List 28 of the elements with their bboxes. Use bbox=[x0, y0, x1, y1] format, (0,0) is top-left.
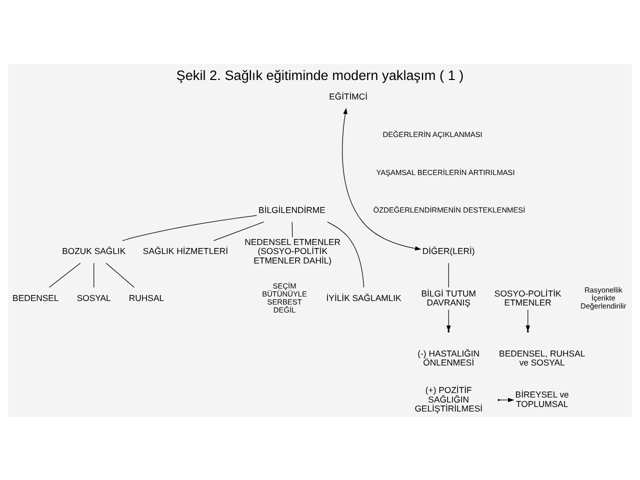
arrow bbox=[446, 309, 451, 332]
arrow bbox=[342, 107, 422, 250]
connector bbox=[213, 221, 264, 241]
node-text: BEDENSEL, RUHSAL ve SOSYAL bbox=[499, 348, 586, 368]
node-text: RUHSAL bbox=[128, 292, 164, 302]
node-text: SOSYO-POLİTİK ETMENLER bbox=[494, 288, 562, 308]
node-text: NEDENSEL ETMENLER (SOSYO-POLİTİK ETMENLER DAHİL) bbox=[244, 236, 341, 265]
connector bbox=[292, 221, 293, 237]
node-text: BİREYSEL ve TOPLUMSAL bbox=[515, 389, 569, 408]
node-text: (-) HASTALIĞIN ÖNLENMESİ bbox=[418, 348, 480, 368]
connector bbox=[48, 262, 81, 288]
node-text: BOZUK SAĞLIK bbox=[62, 246, 126, 256]
connector bbox=[122, 214, 257, 241]
connector bbox=[327, 221, 364, 288]
diagram-title: Şekil 2. Sağlık eğitiminde modern yaklaşım ( 1 ) bbox=[176, 67, 464, 82]
node-text: İYİLİK SAĞLAMLIK bbox=[326, 292, 402, 302]
node-text: BİLGİLENDİRME bbox=[258, 204, 326, 215]
connector bbox=[106, 262, 134, 288]
arrow bbox=[526, 309, 530, 332]
node-text: EĞİTİMCİ bbox=[329, 91, 368, 102]
arrow bbox=[499, 397, 514, 402]
node-text: DİĞER(LERİ) bbox=[422, 246, 475, 256]
node-text: BİLGİ TUTUM DAVRANIŞ bbox=[421, 288, 476, 308]
node-text: SOSYAL bbox=[76, 292, 111, 302]
node-text: SAĞLIK HİZMETLERİ bbox=[142, 246, 228, 256]
node-text: BEDENSEL bbox=[12, 292, 59, 302]
node-text: (+) POZİTİF SAĞLIĞIN GELİŞTİRİLMESİ bbox=[414, 384, 483, 414]
connector bbox=[448, 262, 449, 288]
